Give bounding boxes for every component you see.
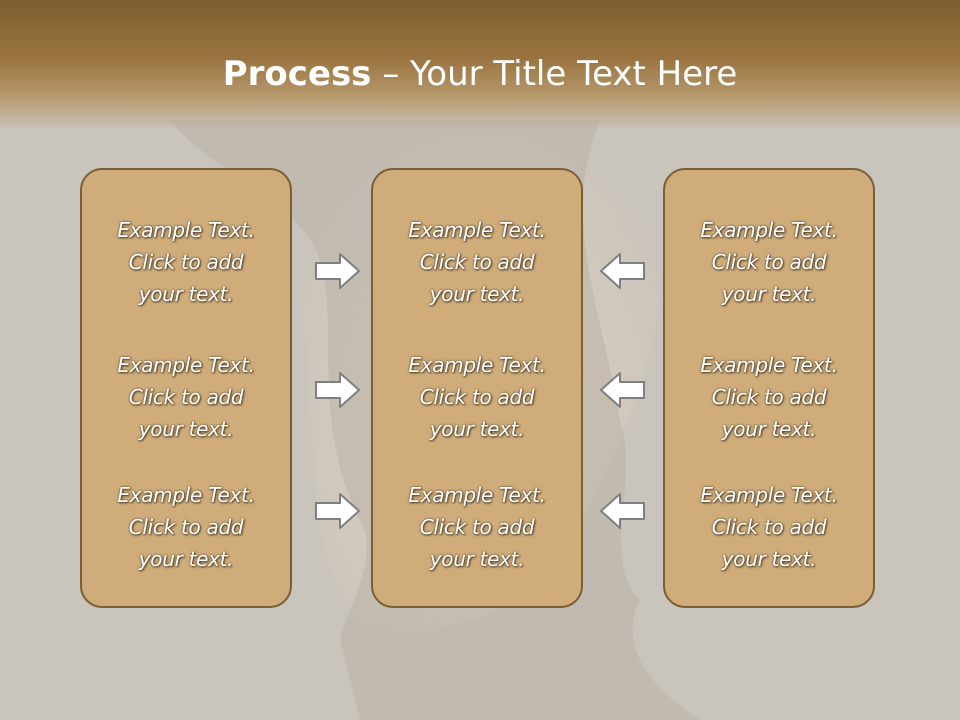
text-line: your text. xyxy=(138,547,234,571)
left-text-panel[interactable]: Example Text. Click to add your text. Ex… xyxy=(80,168,292,608)
text-line: Example Text. xyxy=(117,218,255,242)
text-line: Example Text. xyxy=(408,218,546,242)
text-block[interactable]: Example Text. Click to add your text. xyxy=(665,214,873,310)
text-line: your text. xyxy=(721,282,817,306)
text-line: Click to add xyxy=(419,250,535,274)
text-line: Example Text. xyxy=(408,353,546,377)
text-block[interactable]: Example Text. Click to add your text. xyxy=(373,214,581,310)
right-text-panel[interactable]: Example Text. Click to add your text. Ex… xyxy=(663,168,875,608)
slide-title[interactable]: Process – Your Title Text Here xyxy=(0,50,960,98)
text-line: Example Text. xyxy=(117,353,255,377)
text-line: your text. xyxy=(429,547,525,571)
text-block[interactable]: Example Text. Click to add your text. xyxy=(373,349,581,445)
text-line: your text. xyxy=(721,417,817,441)
text-block[interactable]: Example Text. Click to add your text. xyxy=(373,479,581,575)
title-band xyxy=(0,0,960,130)
right-arrow-icon xyxy=(315,253,360,289)
left-arrow-icon xyxy=(600,372,645,408)
text-block[interactable]: Example Text. Click to add your text. xyxy=(665,349,873,445)
text-line: Click to add xyxy=(419,385,535,409)
text-line: Example Text. xyxy=(700,353,838,377)
text-line: Click to add xyxy=(419,515,535,539)
text-line: Click to add xyxy=(711,515,827,539)
title-bold: Process xyxy=(222,54,372,94)
right-arrow-icon xyxy=(315,493,360,529)
text-block[interactable]: Example Text. Click to add your text. xyxy=(665,479,873,575)
text-line: Example Text. xyxy=(700,483,838,507)
title-rest: – Your Title Text Here xyxy=(371,54,738,94)
text-line: Click to add xyxy=(128,385,244,409)
text-line: Click to add xyxy=(711,250,827,274)
text-line: your text. xyxy=(429,417,525,441)
text-line: Example Text. xyxy=(117,483,255,507)
text-line: your text. xyxy=(138,417,234,441)
text-line: your text. xyxy=(429,282,525,306)
left-arrow-icon xyxy=(600,493,645,529)
text-block[interactable]: Example Text. Click to add your text. xyxy=(82,479,290,575)
text-line: Click to add xyxy=(711,385,827,409)
text-line: Example Text. xyxy=(408,483,546,507)
center-text-panel[interactable]: Example Text. Click to add your text. Ex… xyxy=(371,168,583,608)
text-line: your text. xyxy=(721,547,817,571)
right-arrow-icon xyxy=(315,372,360,408)
text-line: your text. xyxy=(138,282,234,306)
text-line: Example Text. xyxy=(700,218,838,242)
left-arrow-icon xyxy=(600,253,645,289)
text-block[interactable]: Example Text. Click to add your text. xyxy=(82,214,290,310)
text-line: Click to add xyxy=(128,250,244,274)
text-block[interactable]: Example Text. Click to add your text. xyxy=(82,349,290,445)
text-line: Click to add xyxy=(128,515,244,539)
